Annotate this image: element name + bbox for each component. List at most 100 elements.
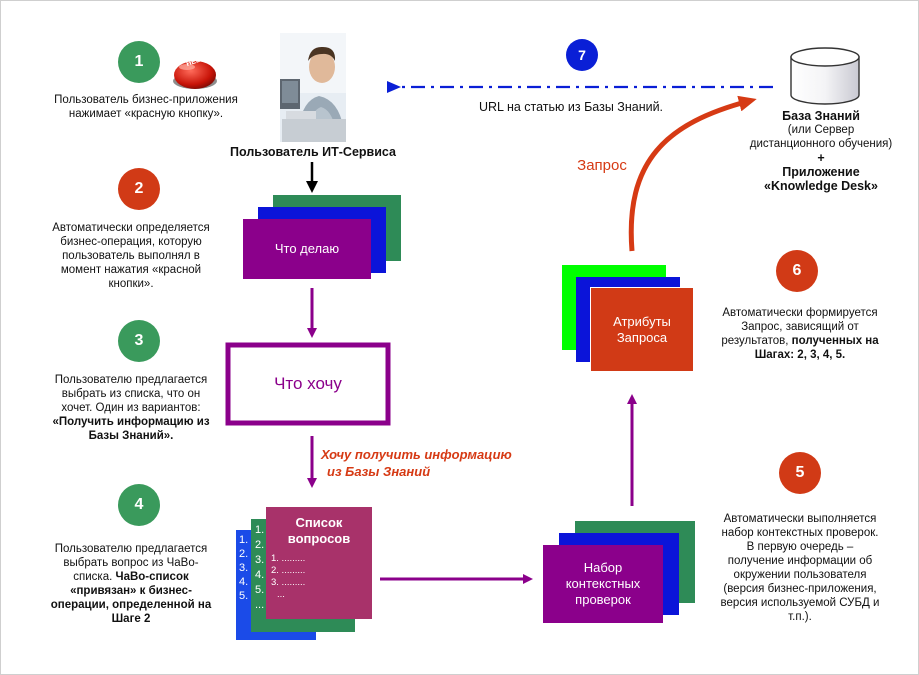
step-4-number: 4 [134,496,144,513]
step-2-line: пользователь выполнял в [62,250,200,262]
want-info-line: Хочу получить информацию [321,447,512,462]
step-3-badge: 3 [118,320,160,362]
step-4-line: Пользователю предлагается [54,543,208,555]
context-checks-line: контекстных [565,576,641,591]
step-2-text: Автоматически определяется бизнес-операц… [21,221,241,291]
step-4-text: Пользователю предлагается выбрать вопрос… [21,542,241,626]
step-3-number: 3 [134,332,144,349]
step-2-number: 2 [134,180,144,197]
step-2-line: момент нажатия «красной [60,264,202,276]
knowledge-base-caption: База Знаний (или Сервер дистанционного о… [731,109,911,193]
user-caption: Пользователь ИТ-Сервиса [230,145,396,159]
want-info-line: из Базы Знаний [327,464,431,479]
step-3-line: Базы Знаний». [88,430,174,442]
step-5-line: В первую очередь – [746,541,854,553]
step-5-line: получение информации об [727,555,873,567]
step-3-text: Пользователю предлагается выбрать из спи… [21,373,241,443]
step-5-number: 5 [795,464,805,481]
user-photo [280,33,346,142]
step-4-line-part: списка. [73,571,113,583]
step-1-number: 1 [134,53,144,70]
step-4-line-bold: ЧаВо-список [115,571,189,583]
step-6-line: Шагах: 2, 3, 4, 5. [754,349,846,361]
step-1-line: Пользователь бизнес-приложения [54,94,238,106]
kb-plus: + [817,151,825,165]
step-5-line: т.п.). [788,611,812,623]
step-6-line: Запрос, зависящий от [741,321,859,333]
list-number: 5. [239,590,249,602]
step-6-line: Автоматически формируется [722,307,878,319]
step-4-line: списка. ЧаВо-список [21,570,241,584]
step-6-line: результатов, полученных на [691,334,909,348]
kb-title: База Знаний [782,109,860,123]
step-5-text: Автоматически выполняется набор контекст… [691,512,909,624]
list-number: 1. [239,534,249,546]
step-1-badge: 1 [118,41,160,83]
step-3-line: «Получить информацию из [52,416,210,428]
attributes-line: Атрибуты [613,313,671,329]
question-list-title-line: вопросов [287,531,351,546]
list-number: 3. [239,562,249,574]
what-doing-box: Что делаю [243,219,371,279]
step-4-line: выбрать вопрос из ЧаВо- [63,557,199,569]
step-2-line: Автоматически определяется [52,222,210,234]
want-info-label: Хочу получить информацию из Базы Знаний [321,446,561,480]
attributes-box: Атрибуты Запроса [590,287,694,372]
question-list-box: Список вопросов 1. ......... 2. ........… [266,507,372,619]
database-icon [790,47,860,105]
kb-app: «Knowledge Desk» [764,179,878,193]
attributes-line: Запроса [616,329,668,345]
step-2-badge: 2 [118,168,160,210]
step-4-line: операции, определенной на [50,599,212,611]
request-label: Запрос [577,157,627,174]
list-back-numbers-green: 1. 2. 3. 4. 5. ... [255,523,275,613]
question-list-item[interactable]: 1. ......... [271,553,306,564]
list-number: 5. [255,584,265,596]
step-6-number: 6 [792,262,802,279]
step-5-line: версия используемой СУБД и [720,597,880,609]
kb-subtitle: дистанционного обучения) [749,138,893,150]
question-list-item[interactable]: 2. ......... [271,565,306,576]
list-number: 4. [255,569,265,581]
step-6-line-part: результатов, [721,335,789,347]
kb-app: Приложение [782,165,860,179]
step-1-text: Пользователь бизнес-приложения нажимает … [31,93,261,121]
question-list-title: Список вопросов [266,515,372,547]
step-3-line: Пользователю предлагается [54,374,208,386]
request-arrow [628,95,757,252]
context-checks-label: Набор контекстных проверок [566,560,641,608]
what-want-box-outline [225,342,391,426]
step-6-line-bold: полученных на [791,335,879,347]
step-3-line: хочет. Один из вариантов: [61,402,201,414]
context-checks-line: Набор [583,560,623,575]
question-list-item: ... [277,589,285,600]
kb-subtitle: (или Сервер [787,124,855,136]
url-label: URL на статью из Базы Знаний. [478,100,664,114]
list-number: 4. [239,576,249,588]
step-5-line: Автоматически выполняется [723,513,877,525]
question-list-item[interactable]: 3. ......... [271,577,306,588]
step-5-badge: 5 [779,452,821,494]
step-7-number: 7 [578,47,586,63]
step-5-line: набор контекстных проверок. [721,527,879,539]
list-number: ... [255,599,265,611]
context-checks-box: Набор контекстных проверок [543,545,663,623]
list-number: 3. [255,554,265,566]
step-2-line: бизнес-операция, которую [60,236,202,248]
step-3-line: выбрать из списка, что он [61,388,201,400]
list-back-numbers-blue: 1. 2. 3. 4. 5. [239,533,259,603]
question-list-items: 1. ......... 2. ......... 3. ......... .… [271,553,305,601]
step-4-line: «привязан» к бизнес- [70,585,192,597]
attributes-label: Атрибуты Запроса [613,314,671,346]
step-5-line: окружении пользователя [733,569,867,581]
list-number: 1. [255,524,265,536]
what-want-box: Что хочу [233,350,383,418]
what-doing-label: Что делаю [274,241,340,256]
step-2-line: кнопки». [108,278,154,290]
list-number: 2. [255,539,265,551]
step-7-badge: 7 [566,39,598,71]
list-number: 2. [239,548,249,560]
step-4-badge: 4 [118,484,160,526]
question-list-title-line: Список [295,515,343,530]
